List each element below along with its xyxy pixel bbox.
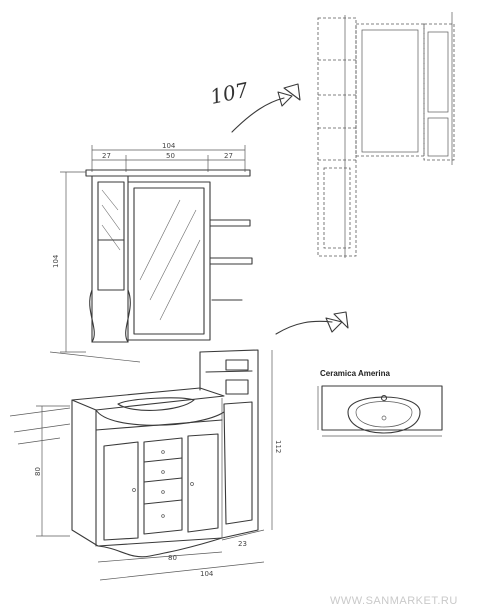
mirror-cabinet: 104 27 50 27 104 [49, 142, 253, 363]
dim-lower-height-left: 80 [34, 467, 42, 476]
dim-top-total: 104 [162, 142, 176, 150]
arrow-head-icon [277, 91, 293, 107]
sketch-number-group: 107 [208, 77, 301, 133]
door-knob-icon [132, 488, 136, 492]
dim-top-right: 27 [224, 152, 233, 160]
watermark: WWW.SANMARKET.RU [330, 595, 458, 607]
dim-lower-width-front: 80 [168, 554, 177, 562]
drain-icon [381, 415, 387, 421]
vanity-unit: 80 112 80 104 23 [9, 349, 282, 581]
arrow-head-icon [325, 317, 343, 333]
tap-hole-icon [380, 394, 388, 402]
dim-top-mid: 50 [166, 152, 175, 160]
dim-lower-side: 23 [238, 540, 247, 548]
dim-lower-width-total: 104 [200, 570, 214, 578]
product-label: Ceramica Amerina [320, 369, 391, 378]
basin-top-view: Ceramica Amerina [317, 369, 443, 437]
door-knob-icon [190, 482, 194, 486]
arrow-to-basin [275, 311, 349, 335]
dim-upper-height: 104 [52, 254, 60, 268]
elevation-view [317, 12, 455, 258]
dim-top-left: 27 [102, 152, 111, 160]
dim-lower-height-right: 112 [274, 440, 282, 453]
sketch-number: 107 [208, 77, 251, 108]
